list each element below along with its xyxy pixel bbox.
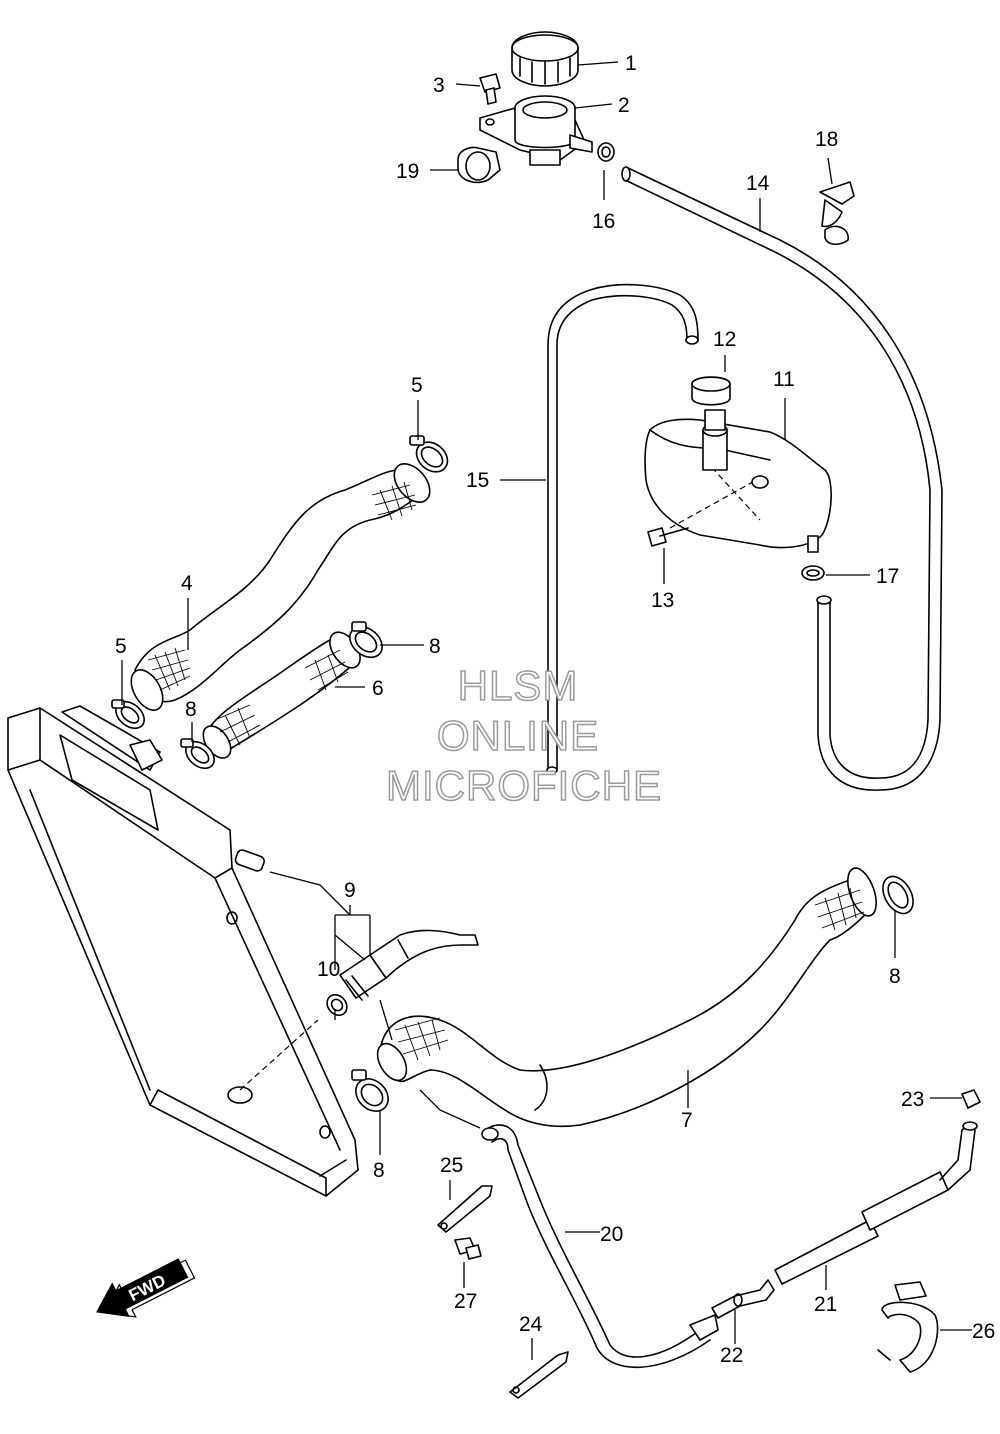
callout-24: 24 [519, 1313, 543, 1336]
callout-15: 15 [466, 469, 489, 492]
callout-25: 25 [440, 1154, 463, 1177]
hose-clamp-lower-5 [111, 699, 145, 730]
reservoir-bolt-13 [647, 527, 689, 547]
clamp-26 [877, 1281, 939, 1373]
hose-clamp-8a [349, 621, 383, 659]
lower-radiator-hose [376, 867, 877, 1128]
overflow-hose-14 [621, 166, 943, 791]
callout-1: 1 [625, 52, 637, 75]
callout-8-c: 8 [889, 965, 901, 988]
callout-14: 14 [746, 172, 770, 195]
callout-23: 23 [901, 1088, 924, 1111]
callout-22: 22 [720, 1344, 743, 1367]
clamp-25 [437, 1185, 493, 1233]
thermo-switch [339, 929, 479, 1001]
bolt-27 [454, 1237, 482, 1260]
callout-27: 27 [454, 1290, 477, 1313]
clip-16 [597, 142, 615, 162]
callout-26: 26 [972, 1320, 995, 1343]
callout-10: 10 [317, 958, 340, 981]
joint-22 [711, 1279, 775, 1319]
callout-5-upper: 5 [411, 374, 423, 397]
upper-radiator-hose [130, 463, 431, 711]
radiator [7, 707, 359, 1197]
callout-11: 11 [773, 368, 795, 391]
reservoir-tank [644, 409, 832, 553]
hose-clamp-8d [351, 1069, 389, 1112]
hose-clamp-8c [882, 875, 914, 915]
radiator-cap [511, 31, 579, 87]
filler-neck [479, 95, 593, 166]
callout-12: 12 [713, 328, 736, 351]
callout-19: 19 [396, 160, 419, 183]
reservoir-cap [691, 376, 731, 406]
drain-hose-20 [481, 1124, 719, 1369]
callout-18: 18 [815, 128, 838, 151]
callout-5-lower: 5 [115, 635, 127, 658]
callout-21: 21 [814, 1293, 837, 1316]
callout-20: 20 [600, 1223, 623, 1246]
watermark-line-3: MICROFICHE [386, 762, 662, 809]
callout-13: 13 [651, 589, 674, 612]
leader-lines [121, 61, 972, 1360]
callout-8-a: 8 [429, 635, 441, 658]
clamp-23 [961, 1089, 981, 1109]
callout-8-b: 8 [185, 698, 197, 721]
hose-clamp-8b [180, 738, 215, 770]
callout-7: 7 [681, 1109, 693, 1132]
callout-4: 4 [181, 572, 193, 595]
reservoir-hose-15 [546, 283, 699, 774]
callout-6: 6 [372, 677, 384, 700]
callout-17: 17 [876, 565, 899, 588]
clamp-17 [801, 565, 825, 581]
clamp-24 [509, 1351, 569, 1399]
callout-2: 2 [618, 94, 630, 117]
forward-direction-badge: FWD [96, 1258, 196, 1318]
hose-21 [774, 1121, 978, 1285]
callout-9: 9 [344, 879, 356, 902]
callout-8-d: 8 [373, 1159, 385, 1182]
callout-16: 16 [592, 210, 615, 233]
watermark-line-2: ONLINE [437, 712, 599, 759]
clamp-18 [819, 181, 855, 246]
callout-labels: 1 2 3 4 5 5 6 7 8 8 8 8 9 10 11 12 13 14… [115, 52, 995, 1367]
hose-clamp-upper-5 [409, 435, 449, 473]
callout-3: 3 [433, 74, 445, 97]
clamp-19 [457, 146, 501, 184]
radiator-inlet-stubs [61, 705, 163, 771]
watermark: HLSM ONLINE MICROFICHE [385, 661, 662, 810]
thermo-switch-o-ring [326, 993, 348, 1017]
watermark-line-1: HLSM [458, 662, 579, 709]
filler-neck-bolt [479, 73, 501, 105]
